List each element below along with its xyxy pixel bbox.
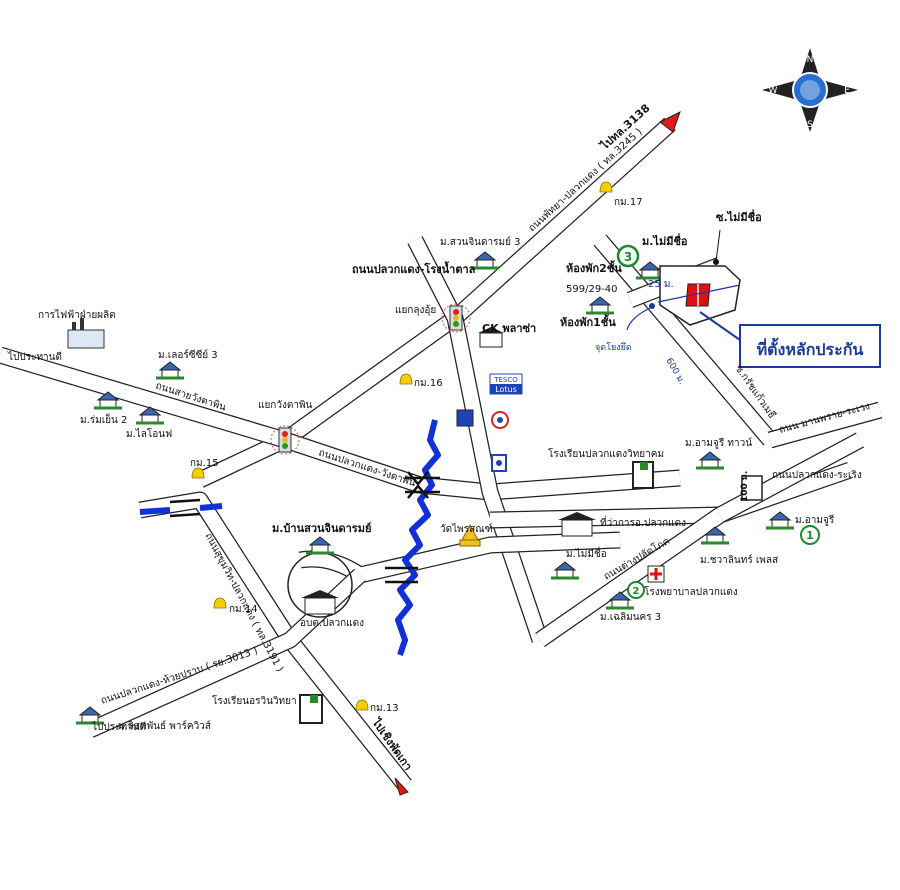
label-landmark: จุดโยงยึด [595,342,632,353]
marker-1-label: 1 [806,529,814,542]
compass-w: W [769,86,778,96]
star-icon [491,411,509,429]
arrow-to-3138 [659,111,681,133]
label-abt: อบต.ปลวกแดง [300,618,364,629]
bridge-west [169,498,201,518]
label-km16: กม.16 [414,378,443,389]
label-ck-plaza: CK พลาซ่า [482,322,536,335]
label-m-amuri-town: ม.อามจูรี ทาวน์ [685,437,752,449]
label-m-lerdsiri3: ม.เลอร์ซีซีย์ 3 [158,349,218,361]
bridge-south [385,566,418,584]
label-m-lertsirin: ม.ลิสทพันธ์ พาร์ควิวส์ [118,720,211,732]
river-west-a [139,507,171,515]
school-icon [299,694,323,724]
river-west-b [199,503,223,511]
label-m-chaloem3: ม.เฉลิมนคร 3 [600,612,661,623]
km-marker-icons [191,181,613,711]
distance-100m-box [741,475,763,501]
traffic-light-icon [441,303,471,333]
label-to-prachinburi-top: ไปประทานดี [7,351,62,363]
label-plaeng-rongnamtan: ถนนปลวกแดง-โรงน้ำตาล [352,261,476,276]
label-km14: กม.14 [229,604,258,615]
house-icons [76,251,794,725]
compass-n: N [807,55,814,65]
compass-rose: N S E W [762,48,858,132]
river [395,419,441,656]
label-plaeng-rayong: ถนนปลวกแดง-ระเริง [772,470,862,481]
label-m-thai-home: ม.ไลโอนฟ [126,427,172,440]
label-m-suan-chindarom3: ม.สวนจินดารมย์ 3 [440,236,521,248]
compass-e: E [844,86,850,96]
hospital-icon [647,565,665,583]
pump-icon [456,409,474,427]
label-district-office: ที่ว่าการอ.ปลวกแดง [600,515,686,529]
marker-2-label: 2 [633,586,640,597]
site-label-box [739,324,881,368]
power-plant-icon [67,318,105,349]
label-wat: วัดไพรสณฑ์ [440,523,493,535]
ck-plaza-icon [478,327,504,348]
lotus-logo [489,373,523,395]
label-school-worawit: โรงเรียนอรวินวิทยา [212,694,297,707]
label-dist-100m: 100 ม. [740,471,750,502]
marker-3-label: 3 [624,250,632,264]
abt-icon [301,590,339,615]
label-intersection-wang: แยกวังตาพิน [258,400,313,411]
landmark-pointer [626,307,651,331]
temple-icon [459,523,481,547]
label-wang-taphin-road: ถนนปลวกแดง-วังตาพิน [317,447,417,489]
collateral-site [649,229,741,341]
school-icon [632,461,654,489]
marker-2 [627,581,645,599]
label-room2-no: 599/29-40 [566,284,618,295]
marker-1 [800,525,820,545]
label-site: ที่ตั้งหลักประกัน [757,337,864,359]
label-to-prachinburi-bottom: ไปประทานดี [91,721,146,733]
label-m-mai-mi-chue-top: ม.ไม่มีชื่อ [642,233,688,248]
traffic-light-icon [270,425,300,455]
label-soi-mai-mi-chue: ซ.ไม่มีชื่อ [716,209,762,224]
label-km13: กม.13 [370,703,399,714]
label-m-romyen2: ม.ร่มเย็น 2 [80,412,127,426]
arrow-to-chachoengsao [394,777,409,796]
label-tesco: TESCO [493,376,518,384]
label-lotus: Lotus [495,385,517,394]
label-km17: กม.17 [614,197,643,208]
label-school-plaeng: โรงเรียนปลวกแดงวิทยาคม [548,447,664,460]
label-room2: ห้องพัก2ชั้น [566,260,622,275]
label-intersection-krok: แยกลุงอุ้ย [395,304,436,316]
label-power-plant: การไฟฟ้าฝ่ายผลิต [38,309,116,321]
label-dist-25m: 25 ม. [648,279,674,290]
label-m-amuri: ม.อามจูรี [795,514,835,526]
label-main-road: ถนนพัทยา-ปลวกแดง ( ทล.3245 ) [527,127,645,235]
label-km15: กม.15 [190,458,219,469]
bridge-north [405,471,440,499]
label-dist-600m: 600 ม. [663,357,686,387]
compass-s: S [807,120,813,130]
district-office-icon [558,512,596,537]
marker-3 [616,244,640,268]
label-m-chawalin: ม.ชวาลินทร์ เพลส [700,554,778,566]
label-m-ban-suan: ม.บ้านสวนจินดารมย์ [272,522,371,535]
label-hospital: โรงพยาบาลปลวกแดง [644,585,738,598]
gas-icon [491,454,507,472]
label-room1: ห้องพัก1ชั้น [560,314,616,329]
label-m-mai-mi-chue-mid: ม.ไม่มีชื่อ [566,546,607,560]
